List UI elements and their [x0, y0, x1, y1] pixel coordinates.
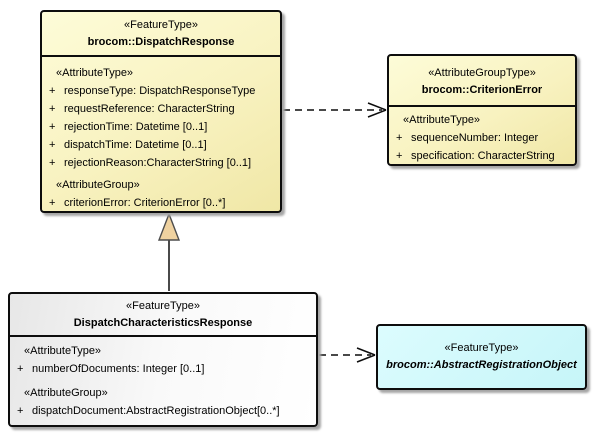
visibility-plus: +: [49, 197, 56, 209]
attributes-compartment: «AttributeType» + sequenceNumber: Integer…: [389, 107, 575, 165]
class-box-dispatch-response[interactable]: «FeatureType» brocom::DispatchResponse «…: [40, 10, 282, 213]
section-label-attribute-type: «AttributeType»: [403, 114, 481, 126]
attribute-row: + dispatchTime: Datetime [0..1]: [42, 136, 280, 154]
attribute-text: numberOfDocuments: Integer [0..1]: [32, 363, 205, 375]
class-box-dispatch-characteristics-response[interactable]: «FeatureType» DispatchCharacteristicsRes…: [8, 292, 318, 427]
visibility-plus: +: [49, 139, 56, 151]
attribute-text: rejectionReason:CharacterString [0..1]: [64, 157, 252, 169]
class-name: brocom::DispatchResponse: [87, 36, 235, 48]
attribute-text: dispatchTime: Datetime [0..1]: [64, 139, 207, 151]
open-arrowhead-icon: [356, 347, 376, 363]
attribute-text: sequenceNumber: Integer: [411, 132, 539, 144]
visibility-plus: +: [49, 85, 56, 97]
attribute-text: specification: CharacterString: [411, 150, 555, 162]
attribute-text: requestReference: CharacterString: [64, 103, 235, 115]
visibility-plus: +: [396, 132, 403, 144]
dependency-arrow-criterion-error[interactable]: [283, 102, 387, 118]
visibility-plus: +: [49, 157, 56, 169]
dependency-arrow-dispatch-document[interactable]: [319, 347, 376, 363]
attribute-text: criterionError: CriterionError [0..*]: [64, 197, 226, 209]
stereotype-label: «FeatureType»: [126, 300, 200, 312]
class-box-criterion-error[interactable]: «AttributeGroupType» brocom::CriterionEr…: [387, 54, 577, 166]
attributes-compartment: «AttributeType» + numberOfDocuments: Inte…: [10, 337, 316, 420]
attribute-row: + numberOfDocuments: Integer [0..1]: [10, 360, 316, 378]
attribute-row: + dispatchDocument:AbstractRegistrationOb…: [10, 402, 316, 420]
section-label-attribute-type: «AttributeType»: [24, 345, 102, 357]
attribute-text: rejectionTime: Datetime [0..1]: [64, 121, 208, 133]
attributes-compartment: «AttributeType» + responseType: DispatchR…: [42, 57, 280, 212]
attribute-row: + responseType: DispatchResponseType: [42, 82, 280, 100]
class-name: brocom::AbstractRegistrationObject: [386, 359, 577, 371]
visibility-plus: +: [49, 103, 56, 115]
visibility-plus: +: [49, 121, 56, 133]
class-name: brocom::CriterionError: [421, 84, 543, 96]
box-header: «AttributeGroupType» brocom::CriterionEr…: [389, 56, 575, 107]
section-label-attribute-group: «AttributeGroup»: [24, 387, 108, 399]
attribute-row: + sequenceNumber: Integer: [389, 129, 575, 147]
stereotype-label: «FeatureType»: [444, 342, 519, 354]
visibility-plus: +: [396, 150, 403, 162]
stereotype-label: «FeatureType»: [124, 19, 198, 31]
section-label-attribute-group: «AttributeGroup»: [56, 179, 140, 191]
visibility-plus: +: [17, 363, 24, 375]
section-label-attribute-type: «AttributeType»: [56, 67, 134, 79]
attribute-row: + rejectionTime: Datetime [0..1]: [42, 118, 280, 136]
visibility-plus: +: [17, 405, 24, 417]
attribute-row: + criterionError: CriterionError [0..*]: [42, 194, 280, 212]
attribute-row: + rejectionReason:CharacterString [0..1]: [42, 154, 280, 172]
open-arrowhead-icon: [367, 102, 387, 118]
generalization-arrow[interactable]: [157, 212, 181, 291]
attribute-row: + requestReference: CharacterString: [42, 100, 280, 118]
generalization-triangle-icon[interactable]: [157, 212, 181, 241]
class-box-abstract-registration-object[interactable]: «FeatureType» brocom::AbstractRegistrati…: [376, 324, 587, 390]
box-header: «FeatureType» DispatchCharacteristicsRes…: [10, 294, 316, 337]
attribute-text: responseType: DispatchResponseType: [64, 85, 256, 97]
attribute-text: dispatchDocument:AbstractRegistrationObj…: [32, 405, 280, 417]
box-header: «FeatureType» brocom::DispatchResponse: [42, 12, 280, 57]
attribute-row: + specification: CharacterString: [389, 147, 575, 165]
class-name: DispatchCharacteristicsResponse: [73, 317, 253, 329]
stereotype-label: «AttributeGroupType»: [428, 67, 536, 79]
